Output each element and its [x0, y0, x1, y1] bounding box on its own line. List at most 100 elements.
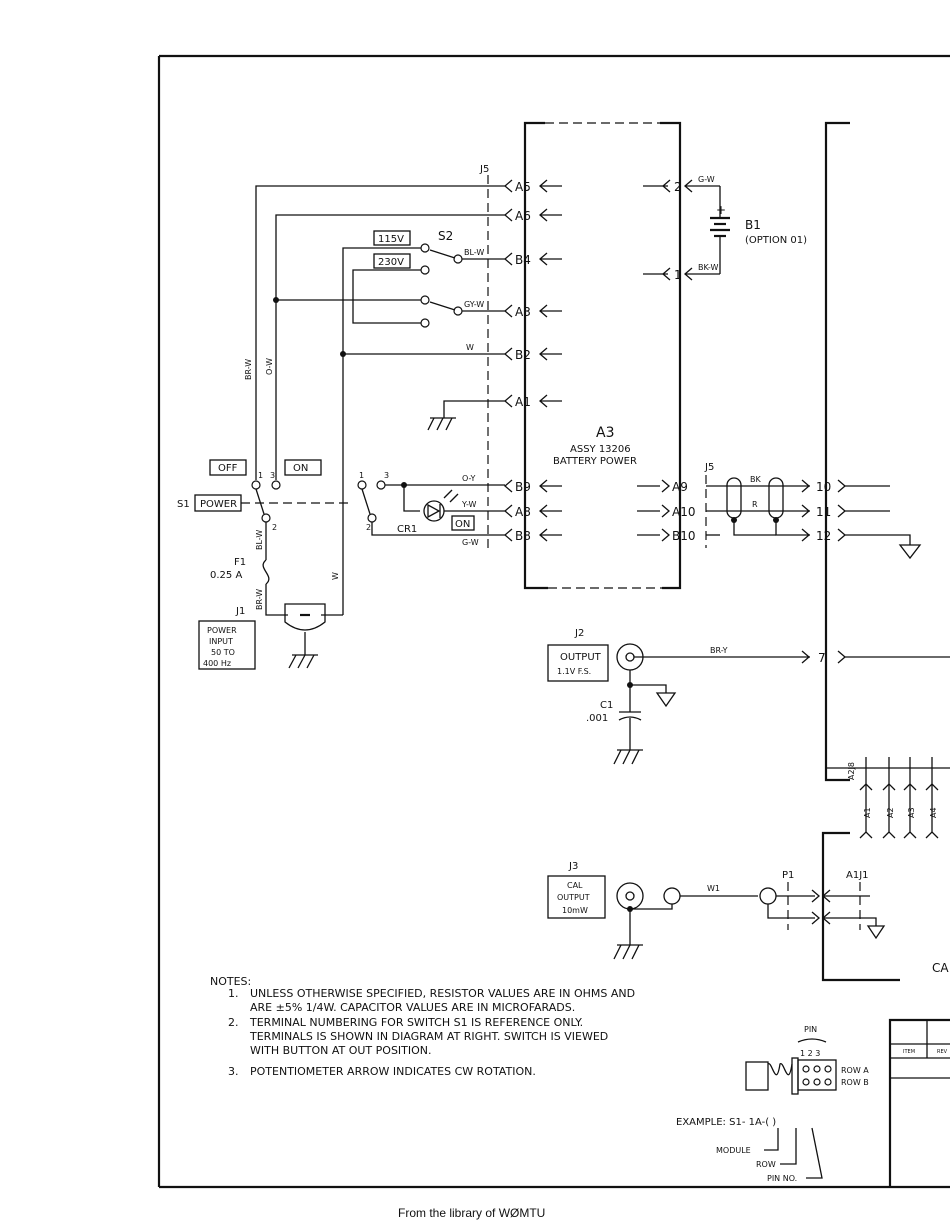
svg-text:1: 1 [359, 471, 364, 480]
led-cr1: Y-W CR1 ON [397, 485, 505, 535]
j5-pin-b8: B8 [504, 528, 562, 543]
svg-text:ARE ±5% 1/4W. CAPACITOR VALUE: ARE ±5% 1/4W. CAPACITOR VALUES ARE IN MI… [250, 1001, 575, 1014]
c1-ref: C1 [600, 700, 613, 711]
svg-text:B2: B2 [515, 348, 531, 362]
svg-text:INPUT: INPUT [209, 637, 233, 646]
svg-text:TERMINAL NUMBERING FOR SWITCH: TERMINAL NUMBERING FOR SWITCH S1 IS REFE… [249, 1016, 583, 1029]
module-a3-outline [523, 121, 682, 590]
svg-text:1 2 3: 1 2 3 [800, 1049, 820, 1058]
s1-off: OFF [218, 463, 238, 474]
j5-pin-b4: B4 [504, 252, 562, 267]
svg-text:O-W: O-W [265, 358, 274, 375]
svg-text:3: 3 [384, 471, 389, 480]
svg-text:ROW A: ROW A [841, 1066, 869, 1075]
s2-ref: S2 [438, 229, 453, 243]
p1-ref: P1 [782, 870, 794, 881]
svg-text:A3: A3 [515, 305, 531, 319]
svg-text:1.: 1. [228, 987, 239, 1000]
drawing-border [157, 54, 950, 1189]
module-right-outline [821, 121, 900, 982]
svg-text:POTENTIOMETER ARROW INDICATES: POTENTIOMETER ARROW INDICATES CW ROTATIO… [250, 1065, 536, 1078]
battery-circuit: 2 G-W + B1 (OPTION 01) 1 BK-W [643, 175, 807, 282]
j5-pin-b2: B2 [504, 347, 562, 362]
output-j2: J2 OUTPUT 1.1V F.S. BR-Y 7 C1 .001 [547, 628, 950, 765]
svg-text:10: 10 [816, 480, 831, 494]
svg-text:2: 2 [674, 180, 682, 194]
s1-power-label: POWER [200, 499, 237, 510]
svg-text:BATTERY POWER: BATTERY POWER [553, 456, 637, 467]
switch-s1: OFF ON 1 3 2 S1 POWER 1 3 2 O-Y G-W [177, 459, 505, 547]
svg-text:2: 2 [272, 523, 277, 532]
svg-text:11: 11 [816, 505, 831, 519]
svg-text:400 Hz: 400 Hz [203, 659, 231, 668]
svg-text:PIN NO.: PIN NO. [767, 1174, 797, 1183]
svg-text:A5: A5 [515, 180, 531, 194]
j5-pin-a6: A6 [504, 208, 562, 223]
notes-title: NOTES: [210, 975, 251, 988]
svg-text:PIN: PIN [804, 1025, 817, 1034]
svg-text:G-W: G-W [698, 175, 715, 184]
svg-text:POWER: POWER [207, 626, 237, 635]
svg-text:TERMINALS IS SHOWN IN DIAGRAM: TERMINALS IS SHOWN IN DIAGRAM AT RIGHT. … [249, 1030, 608, 1043]
j5-right-connector: J5 A9 A10 B10 BK R 10 11 12 [637, 462, 922, 560]
wiring-left: BR-W O-W S2 115V 230V BL-W GY-W W [244, 185, 505, 615]
svg-text:BR-W: BR-W [255, 589, 264, 610]
svg-text:A9: A9 [672, 480, 688, 494]
svg-text:3: 3 [270, 471, 275, 480]
svg-text:J5: J5 [704, 462, 714, 473]
svg-text:BL-W: BL-W [464, 248, 484, 257]
s1-ref: S1 [177, 499, 190, 510]
svg-text:A2J8: A2J8 [847, 762, 856, 780]
svg-text:G-W: G-W [462, 538, 479, 547]
svg-text:BR-Y: BR-Y [710, 646, 728, 655]
svg-text:BR-W: BR-W [244, 359, 253, 380]
svg-text:A4: A4 [929, 807, 938, 818]
svg-text:BK-W: BK-W [698, 263, 718, 272]
svg-text:B10: B10 [672, 529, 696, 543]
svg-text:1.1V F.S.: 1.1V F.S. [557, 667, 591, 676]
j5-pin-a5: A5 [504, 179, 562, 194]
svg-text:BL-W: BL-W [255, 530, 264, 550]
svg-text:A3: A3 [596, 425, 614, 441]
svg-text:OUTPUT: OUTPUT [557, 893, 590, 902]
battery-ref: B1 [745, 218, 761, 232]
title-block: ITEM REV [888, 1018, 950, 1187]
j5-pin-a1: A1 [504, 394, 562, 409]
svg-text:BK: BK [750, 475, 761, 484]
svg-text:A8: A8 [515, 505, 531, 519]
c1-value: .001 [586, 713, 608, 724]
svg-text:EXAMPLE: S1- 1A-( ): EXAMPLE: S1- 1A-( ) [676, 1117, 776, 1128]
svg-text:CA: CA [932, 961, 949, 975]
svg-text:A1: A1 [515, 395, 531, 409]
s2-115v: 115V [378, 234, 404, 245]
j5-pin-a8: A8 [504, 504, 562, 519]
svg-text:ASSY 13206: ASSY 13206 [570, 444, 631, 455]
svg-text:12: 12 [816, 529, 831, 543]
svg-text:10mW: 10mW [562, 906, 588, 915]
svg-text:ROW B: ROW B [841, 1078, 869, 1087]
module-a3-label: A3 ASSY 13206 BATTERY POWER [553, 425, 637, 467]
svg-text:ROW: ROW [756, 1160, 776, 1169]
svg-text:B9: B9 [515, 480, 531, 494]
svg-text:2: 2 [366, 523, 371, 532]
footer-text: From the library of WØMTU [398, 1206, 546, 1220]
svg-text:REV: REV [937, 1049, 948, 1055]
j3-ref: J3 [568, 861, 578, 872]
svg-text:Y-W: Y-W [461, 500, 477, 509]
svg-text:2.: 2. [228, 1016, 239, 1029]
a1j1-ref: A1J1 [846, 870, 869, 881]
s1-on: ON [293, 463, 308, 474]
svg-text:3.: 3. [228, 1065, 239, 1078]
svg-text:R: R [752, 500, 758, 509]
s2-230v: 230V [378, 257, 404, 268]
cr1-on: ON [455, 519, 470, 530]
svg-text:A10: A10 [672, 505, 695, 519]
a2j8-connector: A2J8 A1 A2 A3 A4 [826, 757, 950, 839]
cal-output-j3: J3 CAL OUTPUT 10mW W1 P1 A1J1 CA [547, 861, 949, 975]
svg-text:B4: B4 [515, 253, 531, 267]
svg-text:O-Y: O-Y [462, 474, 475, 483]
svg-text:A6: A6 [515, 209, 531, 223]
svg-text:50 TO: 50 TO [211, 648, 235, 657]
svg-text:GY-W: GY-W [464, 300, 484, 309]
